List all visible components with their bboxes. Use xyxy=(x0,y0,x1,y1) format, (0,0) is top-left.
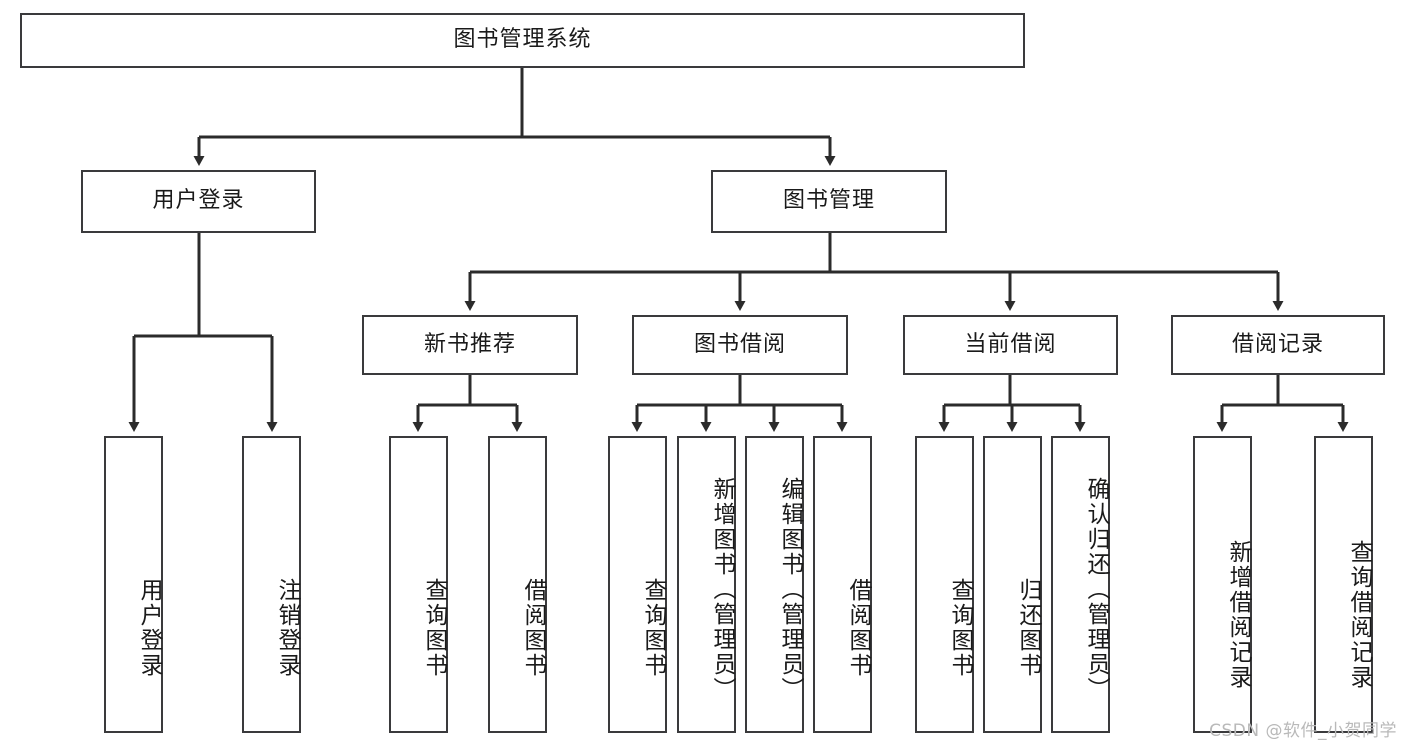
node-label: 图书管理系统 xyxy=(453,27,592,53)
node-current-borrow[interactable]: 当前借阅 xyxy=(903,315,1118,375)
node-label: 查询图书 xyxy=(947,577,973,678)
node-root-system[interactable]: 图书管理系统 xyxy=(20,13,1025,68)
node-label: 注销登录 xyxy=(274,577,300,678)
node-leaf-user-logout[interactable]: 注销登录 xyxy=(242,436,301,733)
node-label: 查询图书 xyxy=(421,577,447,678)
node-leaf-query-book-3[interactable]: 查询图书 xyxy=(915,436,974,733)
node-label: 借阅记录 xyxy=(1231,331,1324,357)
node-leaf-confirm-return[interactable]: 确认归还（管理员） xyxy=(1051,436,1110,733)
node-label: 查询图书 xyxy=(640,577,666,678)
node-leaf-add-record[interactable]: 新增借阅记录 xyxy=(1193,436,1252,733)
node-label: 查询借阅记录 xyxy=(1346,539,1372,690)
node-label: 编辑图书（管理员） xyxy=(777,477,803,702)
node-leaf-borrow-book-2[interactable]: 借阅图书 xyxy=(813,436,872,733)
node-label: 当前借阅 xyxy=(964,331,1057,357)
node-leaf-return-book[interactable]: 归还图书 xyxy=(983,436,1042,733)
node-new-book-recommend[interactable]: 新书推荐 xyxy=(362,315,578,375)
node-label: 用户登录 xyxy=(136,577,162,678)
node-leaf-edit-book[interactable]: 编辑图书（管理员） xyxy=(745,436,804,733)
node-label: 借阅图书 xyxy=(845,577,871,678)
node-leaf-add-book[interactable]: 新增图书（管理员） xyxy=(677,436,736,733)
node-leaf-query-book-2[interactable]: 查询图书 xyxy=(608,436,667,733)
node-label: 用户登录 xyxy=(152,188,245,214)
node-leaf-query-record[interactable]: 查询借阅记录 xyxy=(1314,436,1373,733)
node-label: 图书借阅 xyxy=(693,331,786,357)
node-book-borrow[interactable]: 图书借阅 xyxy=(632,315,848,375)
node-label: 借阅图书 xyxy=(520,577,546,678)
node-leaf-borrow-book-1[interactable]: 借阅图书 xyxy=(488,436,547,733)
node-book-management[interactable]: 图书管理 xyxy=(711,170,947,233)
node-label: 新增借阅记录 xyxy=(1225,539,1251,690)
node-label: 新书推荐 xyxy=(423,331,516,357)
node-label: 确认归还（管理员） xyxy=(1083,477,1109,702)
node-leaf-query-book-1[interactable]: 查询图书 xyxy=(389,436,448,733)
node-borrow-records[interactable]: 借阅记录 xyxy=(1171,315,1385,375)
watermark-label: CSDN @软件_小贺同学 xyxy=(1209,721,1397,741)
node-label: 新增图书（管理员） xyxy=(709,477,735,702)
node-label: 归还图书 xyxy=(1015,577,1041,678)
node-leaf-user-login[interactable]: 用户登录 xyxy=(104,436,163,733)
node-label: 图书管理 xyxy=(782,188,875,214)
node-user-login[interactable]: 用户登录 xyxy=(81,170,316,233)
